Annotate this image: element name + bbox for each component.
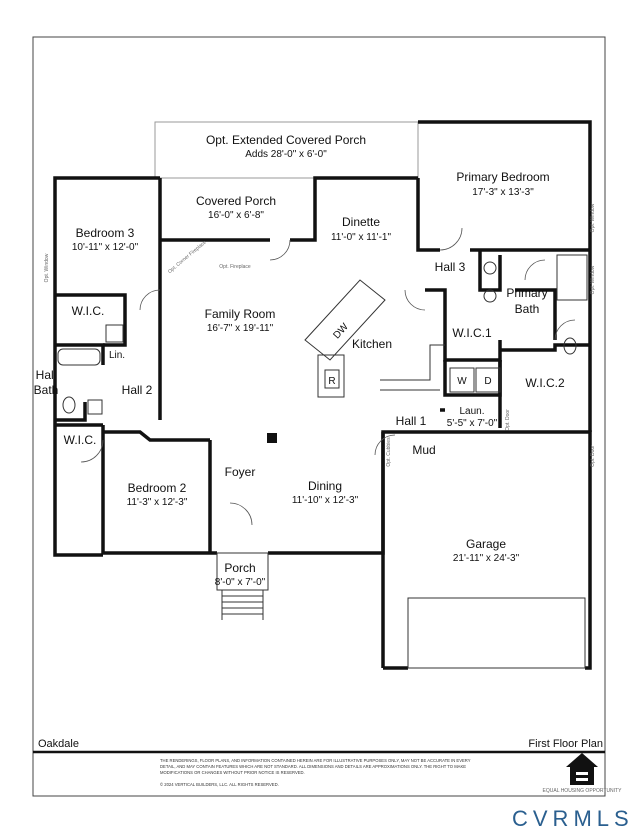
opt-extended-porch-outline (154, 121, 419, 179)
column-marker (267, 433, 277, 443)
option-note: Opt. Door (590, 445, 596, 467)
sink-icon (87, 399, 103, 415)
option-note: Opt. Door (505, 409, 511, 431)
room-dimensions: 10'-11" x 12'-0" (72, 242, 139, 253)
room-name: Lin. (109, 350, 125, 361)
room-dimensions: 11'-10" x 12'-3" (292, 495, 359, 506)
plan-title: First Floor Plan (528, 738, 603, 750)
room-dimensions: 17'-3" x 13'-3" (472, 187, 534, 198)
room-name: Garage (466, 537, 506, 551)
room-name: Opt. Extended Covered Porch (206, 133, 366, 147)
disclaimer-line: DETAIL, AND MAY CONTAIN FEATURES WHICH A… (160, 764, 466, 769)
dryer-label: D (484, 376, 491, 387)
room-dimensions: 16'-0" x 6'-8" (208, 210, 264, 221)
option-note: Opt. Corner Fireplace (167, 239, 208, 275)
room-name: Bath (515, 302, 540, 316)
room-name: Covered Porch (196, 194, 276, 208)
bathtub-icon (57, 348, 101, 366)
sheet-border (32, 36, 606, 797)
copyright: © 2024 VERTICAL BUILDERS, LLC. ALL RIGHT… (160, 782, 279, 787)
plan-name: Oakdale (38, 738, 79, 750)
cvrmls-watermark-logo: CVRMLS (512, 806, 634, 831)
room-dimensions: Adds 28'-0" x 6'-0" (245, 149, 327, 160)
room-name: Bath (34, 383, 59, 397)
room-name: W.I.C.1 (452, 326, 492, 340)
room-name: Primary Bedroom (456, 170, 549, 184)
option-note: Opt. Window (44, 253, 50, 282)
porch-steps (221, 590, 264, 620)
room-dimensions: 11'-0" x 11'-1" (331, 232, 391, 243)
room-dimensions: 8'-0" x 7'-0" (215, 577, 266, 588)
toilet-icon (62, 396, 76, 414)
room-name: Hall 3 (435, 260, 466, 274)
toilet-icon (563, 337, 577, 355)
room-dimensions: 21'-11" x 24'-3" (453, 553, 520, 564)
room-name: Dinette (342, 215, 380, 229)
room-name: Hall 1 (396, 414, 427, 428)
room-name: Bedroom 3 (76, 226, 135, 240)
room-name: Dining (308, 479, 342, 493)
garage-door (407, 597, 586, 669)
room-name: Primary (506, 286, 547, 300)
room-name: Porch (224, 561, 255, 575)
disclaimer-line: THE RENDERINGS, FLOOR PLANS, AND INFORMA… (160, 758, 471, 763)
shower-icon (556, 254, 588, 301)
room-name: Kitchen (352, 337, 392, 351)
room-name: Bedroom 2 (128, 481, 187, 495)
option-note: Opt. Fireplace (219, 264, 251, 270)
range-label: R (328, 376, 335, 387)
option-note: Opt. Window (590, 203, 596, 232)
sink-icon (483, 261, 497, 275)
room-name: Laun. (459, 406, 484, 417)
door-swings (80, 227, 576, 526)
washer-box (449, 367, 475, 393)
equal-housing-logo: EQUAL HOUSING OPPORTUNITY (543, 753, 623, 794)
option-note: Opt. Window (590, 265, 596, 294)
room-name: W.I.C.2 (525, 376, 565, 390)
room-name: Hall (36, 368, 57, 382)
porch-outline (216, 552, 269, 591)
room-name: Mud (412, 443, 435, 457)
room-name: Hall 2 (122, 383, 153, 397)
room-name: W.I.C. (72, 304, 105, 318)
sink-icon (483, 289, 497, 303)
room-dimensions: 5'-5" x 7'-0" (447, 418, 498, 429)
kitchen-island (304, 279, 445, 398)
room-name: W.I.C. (64, 433, 97, 447)
option-note: Opt. Cubbies (386, 437, 392, 467)
washer-label: W (457, 376, 467, 387)
equal-housing-text: EQUAL HOUSING OPPORTUNITY (543, 788, 623, 794)
dishwasher-label: DW (331, 321, 351, 341)
room-dimensions: 11'-3" x 12'-3" (127, 497, 188, 508)
dryer-box (475, 367, 501, 393)
hvac-icon (105, 324, 124, 343)
room-dimensions: 16'-7" x 19'-11" (207, 323, 274, 334)
disclaimer-line: MODIFICATIONS OR CHANGES WITHOUT PRIOR N… (160, 770, 305, 775)
room-name: Family Room (205, 307, 276, 321)
room-name: Foyer (225, 465, 256, 479)
